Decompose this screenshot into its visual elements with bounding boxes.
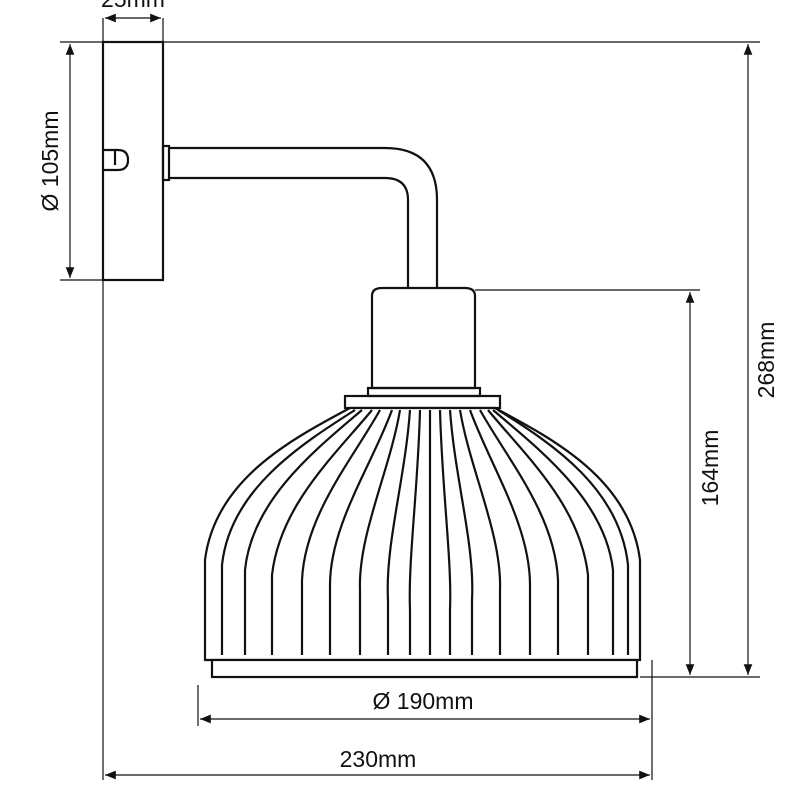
shade-ribs [220,409,630,655]
shade-bottom-ring [210,658,639,679]
label-backplate-depth: 25mm [101,0,165,12]
dimension-lines [65,13,753,780]
dimension-labels: 25mm Ø 105mm 268mm 164mm Ø 190mm 230mm [37,0,779,772]
label-total-width: 230mm [340,746,417,772]
lamp-shade [203,406,642,679]
label-shade-height: 164mm [697,430,723,507]
label-total-height: 268mm [753,322,779,399]
lamp-arm [169,146,439,288]
label-shade-diameter: Ø 190mm [373,688,474,714]
socket-housing [343,286,502,410]
wall-backplate [101,40,171,282]
label-backplate-diameter: Ø 105mm [37,111,63,212]
